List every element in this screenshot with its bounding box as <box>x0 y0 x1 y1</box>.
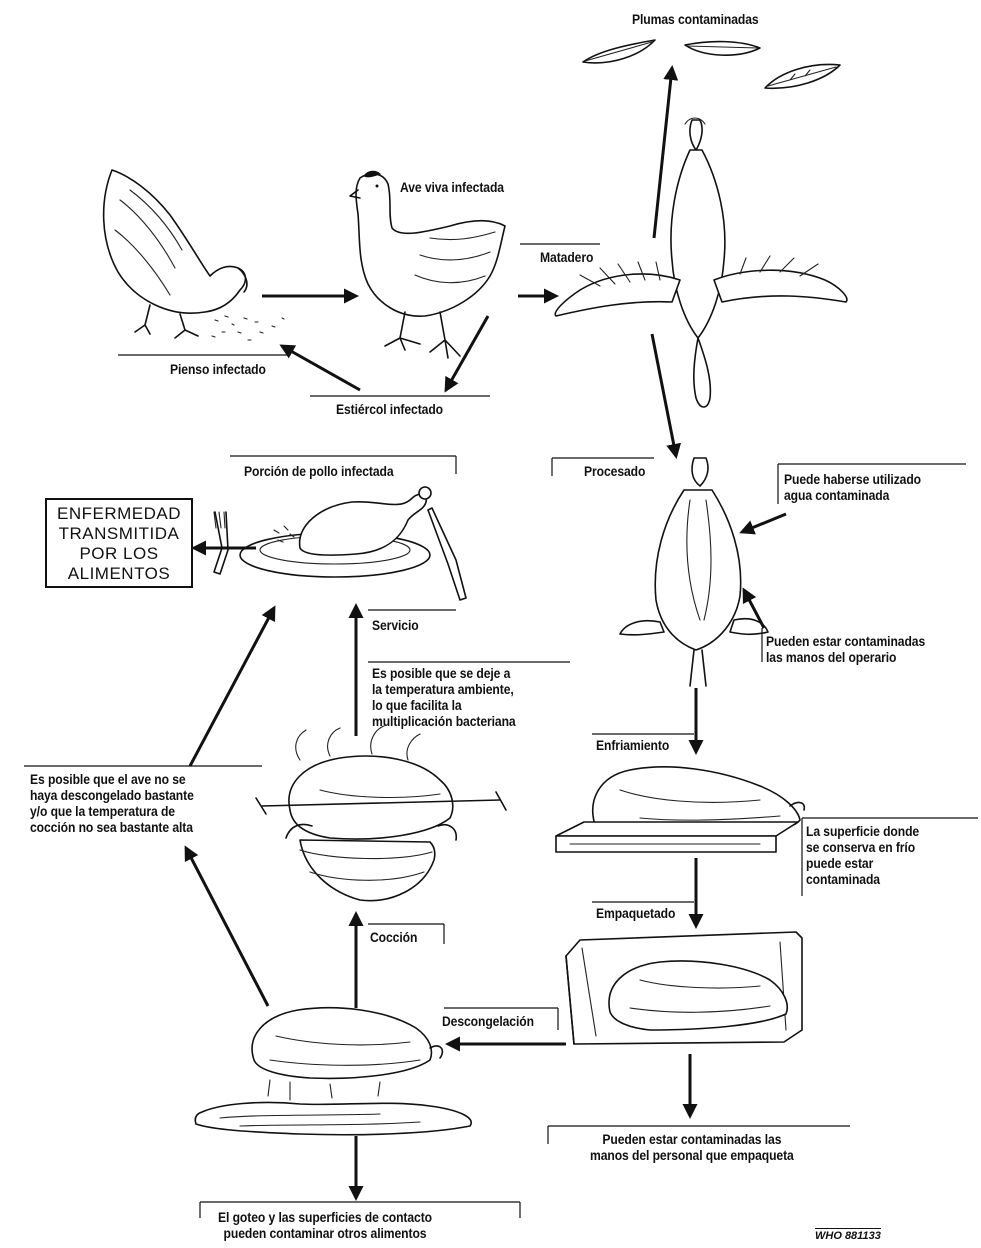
cooling-bird-illustration <box>556 767 804 852</box>
packaging-label: Empaquetado <box>596 906 675 922</box>
foodborne-disease-box: ENFERMEDAD TRANSMITIDA POR LOS ALIMENTOS <box>45 498 193 588</box>
infected-feed-label: Pienso infectado <box>170 362 266 378</box>
chicken-portion-label: Porción de pollo infectada <box>244 464 394 480</box>
who-code: WHO 881133 <box>815 1228 881 1242</box>
room-temperature-label: Es posible que se deje a la temperatura … <box>372 666 516 730</box>
processed-bird-illustration <box>620 458 768 686</box>
thawing-bird-illustration <box>195 1008 471 1135</box>
feathers-label: Plumas contaminadas <box>632 12 759 28</box>
label-rules <box>24 244 978 1218</box>
thawing-label: Descongelación <box>442 1014 534 1030</box>
infected-manure-label: Estiércol infectado <box>336 402 443 418</box>
live-bird-label: Ave viva infectada <box>400 180 504 196</box>
operator-hands-label: Pueden estar contaminadas las manos del … <box>766 634 925 666</box>
hen-pecking-illustration <box>104 170 290 355</box>
drip-contamination-label: El goteo y las superficies de contacto p… <box>218 1210 432 1242</box>
cooling-label: Enfriamiento <box>596 738 669 754</box>
feathers-illustration <box>583 40 840 88</box>
processing-label: Procesado <box>584 464 645 480</box>
packaged-bird-illustration <box>566 932 802 1044</box>
packer-hands-label: Pueden estar contaminadas las manos del … <box>590 1132 794 1164</box>
cooking-bird-illustration <box>256 726 506 901</box>
cold-surface-label: La superficie donde se conserva en frío … <box>806 824 919 888</box>
cooking-label: Cocción <box>370 930 417 946</box>
slaughter-bird-illustration <box>555 118 847 407</box>
thawing-warning-label: Es posible que el ave no se haya descong… <box>30 772 194 836</box>
contaminated-water-label: Puede haberse utilizado agua contaminada <box>784 472 921 504</box>
foodborne-disease-text: ENFERMEDAD TRANSMITIDA POR LOS ALIMENTOS <box>47 500 191 584</box>
plate-illustration <box>214 487 466 600</box>
slaughterhouse-label: Matadero <box>540 250 593 266</box>
serving-label: Servicio <box>372 618 419 634</box>
